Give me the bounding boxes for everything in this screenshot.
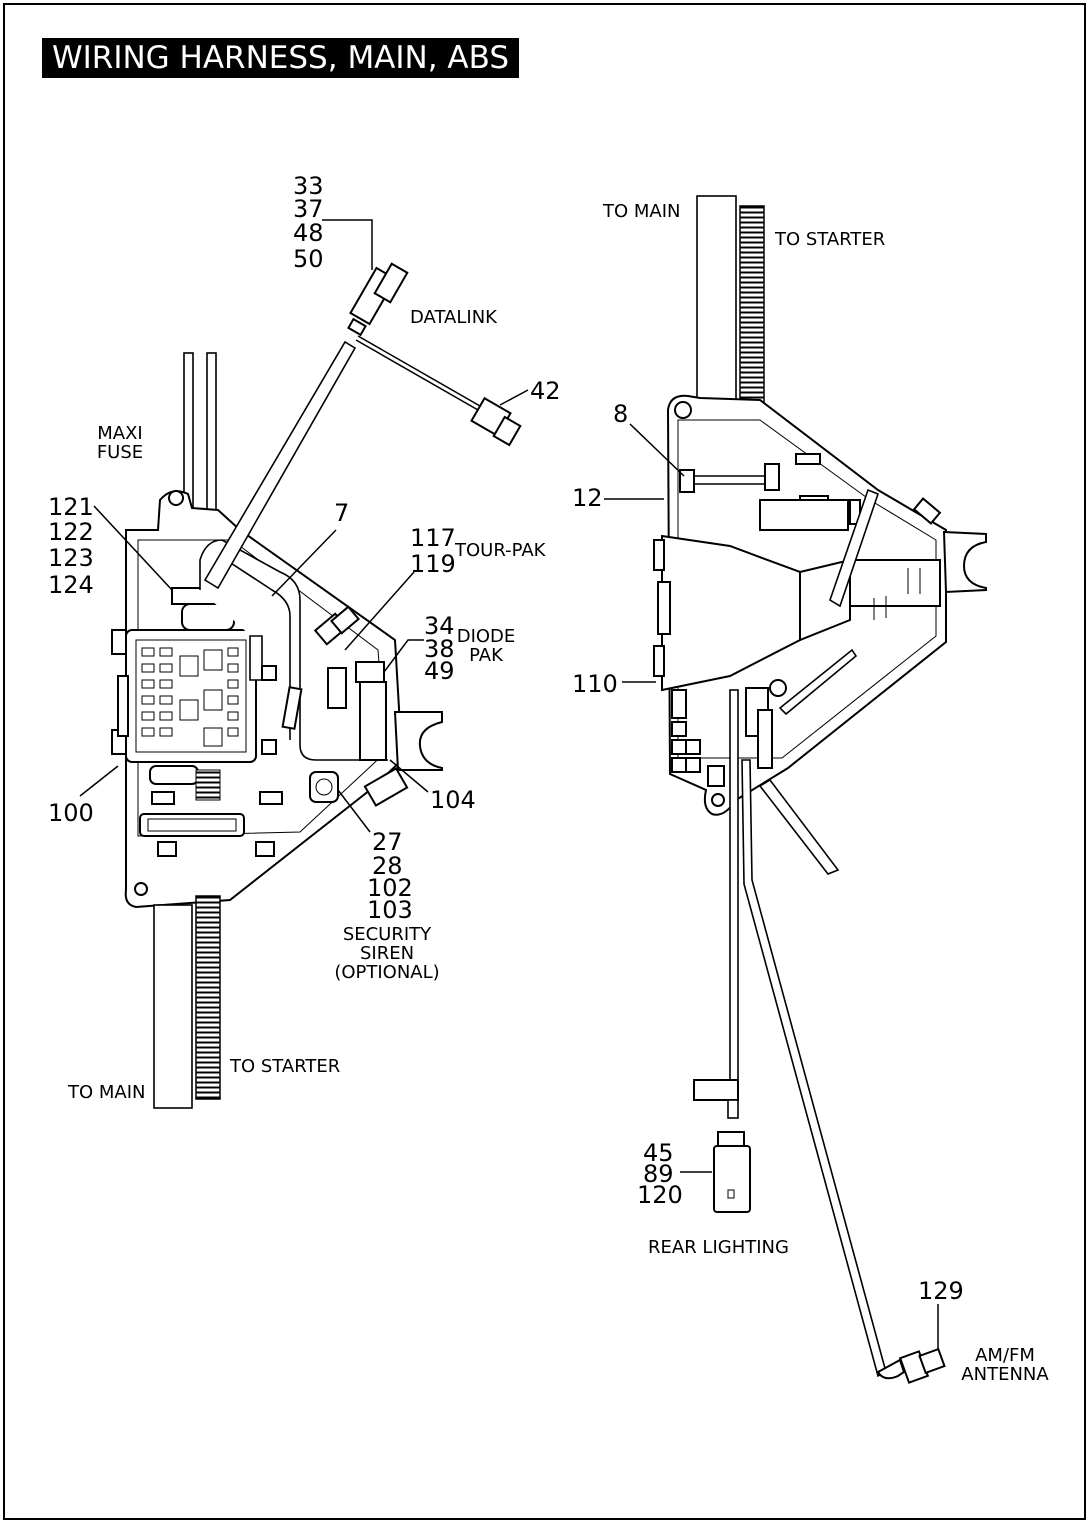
datalink-connector [349,262,409,326]
leader-lines-right [604,423,939,1350]
label-security-siren-line2: SIREN [360,943,414,964]
label-to-main-right: TO MAIN [602,201,681,222]
tray-clip [255,841,275,857]
callout-100: 100 [48,799,94,827]
callout-numbers: 33 37 48 50 42 121 122 123 124 7 117 119… [48,172,964,1305]
fuse-block-latch [117,675,129,737]
mounting-bracket [393,711,443,771]
mounting-hole [674,401,692,419]
label-rear-lighting: REAR LIGHTING [648,1237,789,1258]
wire-sleeve [693,1079,739,1101]
callout-102: 102 [367,874,413,902]
label-antenna-line1: AM/FM [975,1345,1035,1366]
diode-pak [281,661,387,761]
callout-121: 121 [48,493,94,521]
callout-50: 50 [293,245,324,273]
label-to-starter-left: TO STARTER [229,1056,340,1077]
callout-49: 49 [424,657,455,685]
connector-42 [470,396,522,447]
tour-pak-connector [313,605,360,646]
mounting-hole [711,793,725,807]
callout-28: 28 [372,852,403,880]
callout-45: 45 [643,1139,674,1167]
label-diode-pak-line2: PAK [469,645,504,666]
mounting-hole [134,882,148,896]
label-maxi-fuse-line2: FUSE [97,442,143,463]
leader-lines-left [79,219,529,833]
wire-42 [355,339,479,411]
callout-129: 129 [918,1277,964,1305]
rear-lighting-connector [713,1131,751,1213]
callout-7: 7 [334,499,349,527]
callout-33: 33 [293,172,324,200]
label-to-starter-right: TO STARTER [774,229,885,250]
callout-48: 48 [293,219,324,247]
label-datalink: DATALINK [410,307,498,328]
label-security-siren-line1: SECURITY [343,924,432,945]
callout-120: 120 [637,1181,683,1209]
label-to-main-left: TO MAIN [67,1082,146,1103]
tray-clip [157,841,177,857]
diagram-title: WIRING HARNESS, MAIN, ABS [42,38,520,78]
left-harness-assembly [79,219,529,1109]
label-antenna-line2: ANTENNA [961,1364,1049,1385]
callout-89: 89 [643,1160,674,1188]
callout-104: 104 [430,786,476,814]
harness-tail [758,778,840,875]
callout-27: 27 [372,828,403,856]
callout-12: 12 [572,484,603,512]
tray-slot [139,813,245,837]
callout-124: 124 [48,571,94,599]
page-border [3,3,1086,1520]
label-security-siren-line3: (OPTIONAL) [334,962,439,983]
antenna-connector [876,1347,946,1384]
to-starter-loom-left [195,895,221,1100]
to-main-trunk-left [153,904,193,1109]
callout-123: 123 [48,544,94,572]
callout-119: 119 [410,550,456,578]
component-labels: DATALINK MAXI FUSE TOUR-PAK DIODE PAK SE… [67,201,1049,1385]
mounting-hole [168,490,184,506]
callout-42: 42 [530,377,561,405]
right-harness-assembly [604,195,987,1384]
bracket-104 [363,767,409,807]
label-diode-pak-line1: DIODE [457,626,516,647]
label-tour-pak: TOUR-PAK [454,540,547,561]
datalink-wire [203,340,357,590]
callout-37: 37 [293,195,324,223]
callout-38: 38 [424,635,455,663]
fuse-block-clip [111,629,127,655]
callout-122: 122 [48,518,94,546]
callout-110: 110 [572,670,618,698]
security-siren-connector [309,771,339,803]
callout-8: 8 [613,400,628,428]
callout-117: 117 [410,524,456,552]
callout-34: 34 [424,612,455,640]
label-maxi-fuse-line1: MAXI [97,423,142,444]
rear-lighting-wire [729,689,739,1091]
mounting-bracket [942,530,987,594]
callout-103: 103 [367,896,413,924]
